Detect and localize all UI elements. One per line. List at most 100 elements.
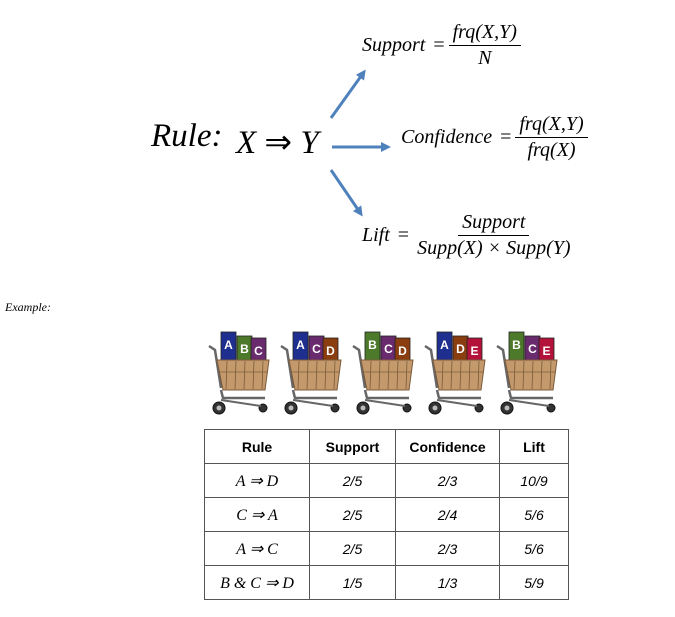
cell-confidence: 1/3	[395, 565, 500, 600]
support-fraction: frq(X,Y) N	[448, 22, 521, 69]
cell-lift: 5/9	[499, 565, 569, 600]
lift-equals: =	[397, 224, 410, 246]
cart-axle	[508, 399, 550, 407]
support-equals: =	[433, 34, 445, 56]
basket-grid	[540, 360, 543, 390]
item-label: C	[254, 344, 263, 358]
lift-formula: Lift = Support Supp(X) × Supp(Y)	[362, 212, 575, 259]
cell-lift: 5/6	[499, 497, 569, 532]
basket-grid	[396, 360, 399, 390]
lift-name: Lift	[362, 224, 390, 246]
cart-wheel-hub	[216, 405, 222, 411]
item-label: A	[224, 338, 233, 352]
item-label: A	[296, 338, 305, 352]
lift-denominator: Supp(X) × Supp(Y)	[417, 237, 571, 259]
table-row: A ⇒ D 2/5 2/3 10/9	[204, 463, 569, 498]
cart-basket	[432, 359, 486, 391]
basket-grid	[252, 360, 255, 390]
table-row: B & C ⇒ D 1/5 1/3 5/9	[204, 565, 569, 600]
basket-grid	[468, 360, 471, 390]
item-label: B	[512, 338, 521, 352]
cart-basket	[504, 359, 558, 391]
item-label: C	[312, 342, 321, 356]
support-numerator: frq(X,Y)	[448, 22, 521, 46]
cell-support: 2/5	[309, 463, 396, 498]
cart-handle	[208, 344, 223, 389]
arrow-to-lift	[329, 169, 363, 217]
cart-wheel-hub	[432, 405, 438, 411]
cell-rule: A ⇒ C	[204, 531, 310, 566]
rule-x: X	[236, 125, 257, 161]
support-formula: Support = frq(X,Y) N	[362, 22, 521, 69]
basket-grid	[477, 360, 480, 390]
cart-wheel-hub	[288, 405, 294, 411]
basket-grid	[369, 360, 372, 390]
cart-basket	[216, 359, 270, 391]
confidence-numerator: frq(X,Y)	[515, 114, 588, 138]
confidence-name: Confidence	[401, 126, 493, 148]
cart-axle	[220, 399, 262, 407]
cart-axle	[364, 399, 406, 407]
item-label: D	[456, 342, 465, 356]
basket-grid	[225, 360, 228, 390]
arrow-to-support	[329, 69, 366, 119]
basket-grid	[243, 360, 246, 390]
basket-grid	[306, 360, 309, 390]
cart-frame	[219, 389, 265, 400]
cell-rule: A ⇒ D	[204, 463, 310, 498]
item-label: A	[440, 338, 449, 352]
cart-axle	[436, 399, 478, 407]
cell-confidence: 2/3	[395, 531, 500, 566]
basket-grid	[405, 360, 408, 390]
cell-lift: 10/9	[499, 463, 569, 498]
item-label: D	[398, 344, 407, 358]
cart-handle	[496, 344, 511, 389]
implies-symbol: ⇒	[264, 125, 293, 161]
cart-frame	[291, 389, 337, 400]
header-confidence: Confidence	[395, 429, 500, 464]
cell-support: 2/5	[309, 531, 396, 566]
cart-wheel-hub	[360, 405, 366, 411]
item-label: B	[240, 342, 249, 356]
basket-grid	[549, 360, 552, 390]
cart-basket	[360, 359, 414, 391]
basket-grid	[315, 360, 318, 390]
header-lift: Lift	[499, 429, 569, 464]
table-row: C ⇒ A 2/5 2/4 5/6	[204, 497, 569, 532]
cell-rule: C ⇒ A	[204, 497, 310, 532]
cart-axle	[292, 399, 334, 407]
confidence-equals: =	[500, 126, 512, 148]
rules-table: Rule Support Confidence Lift A ⇒ D 2/5 2…	[204, 429, 569, 600]
item-label: C	[528, 342, 537, 356]
cart-wheel-hub	[504, 405, 510, 411]
item-label: D	[326, 344, 335, 358]
basket-grid	[324, 360, 327, 390]
header-rule: Rule	[204, 429, 310, 464]
cart-frame	[507, 389, 553, 400]
support-denominator: N	[478, 47, 492, 69]
rule-expression: X ⇒ Y	[236, 122, 319, 162]
table-header-row: Rule Support Confidence Lift	[204, 429, 569, 464]
basket-grid	[387, 360, 390, 390]
cart-frame	[435, 389, 481, 400]
cell-support: 1/5	[309, 565, 396, 600]
support-name: Support	[362, 34, 426, 56]
item-label: B	[368, 338, 377, 352]
basket-grid	[522, 360, 525, 390]
confidence-fraction: frq(X,Y) frq(X)	[515, 114, 588, 161]
header-support: Support	[309, 429, 396, 464]
basket-grid	[441, 360, 444, 390]
item-label: C	[384, 342, 393, 356]
cell-confidence: 2/3	[395, 463, 500, 498]
cart-handle	[424, 344, 439, 389]
cart-frame	[363, 389, 409, 400]
basket-grid	[459, 360, 462, 390]
cart-handle	[352, 344, 367, 389]
rule-label: Rule:	[151, 118, 223, 154]
